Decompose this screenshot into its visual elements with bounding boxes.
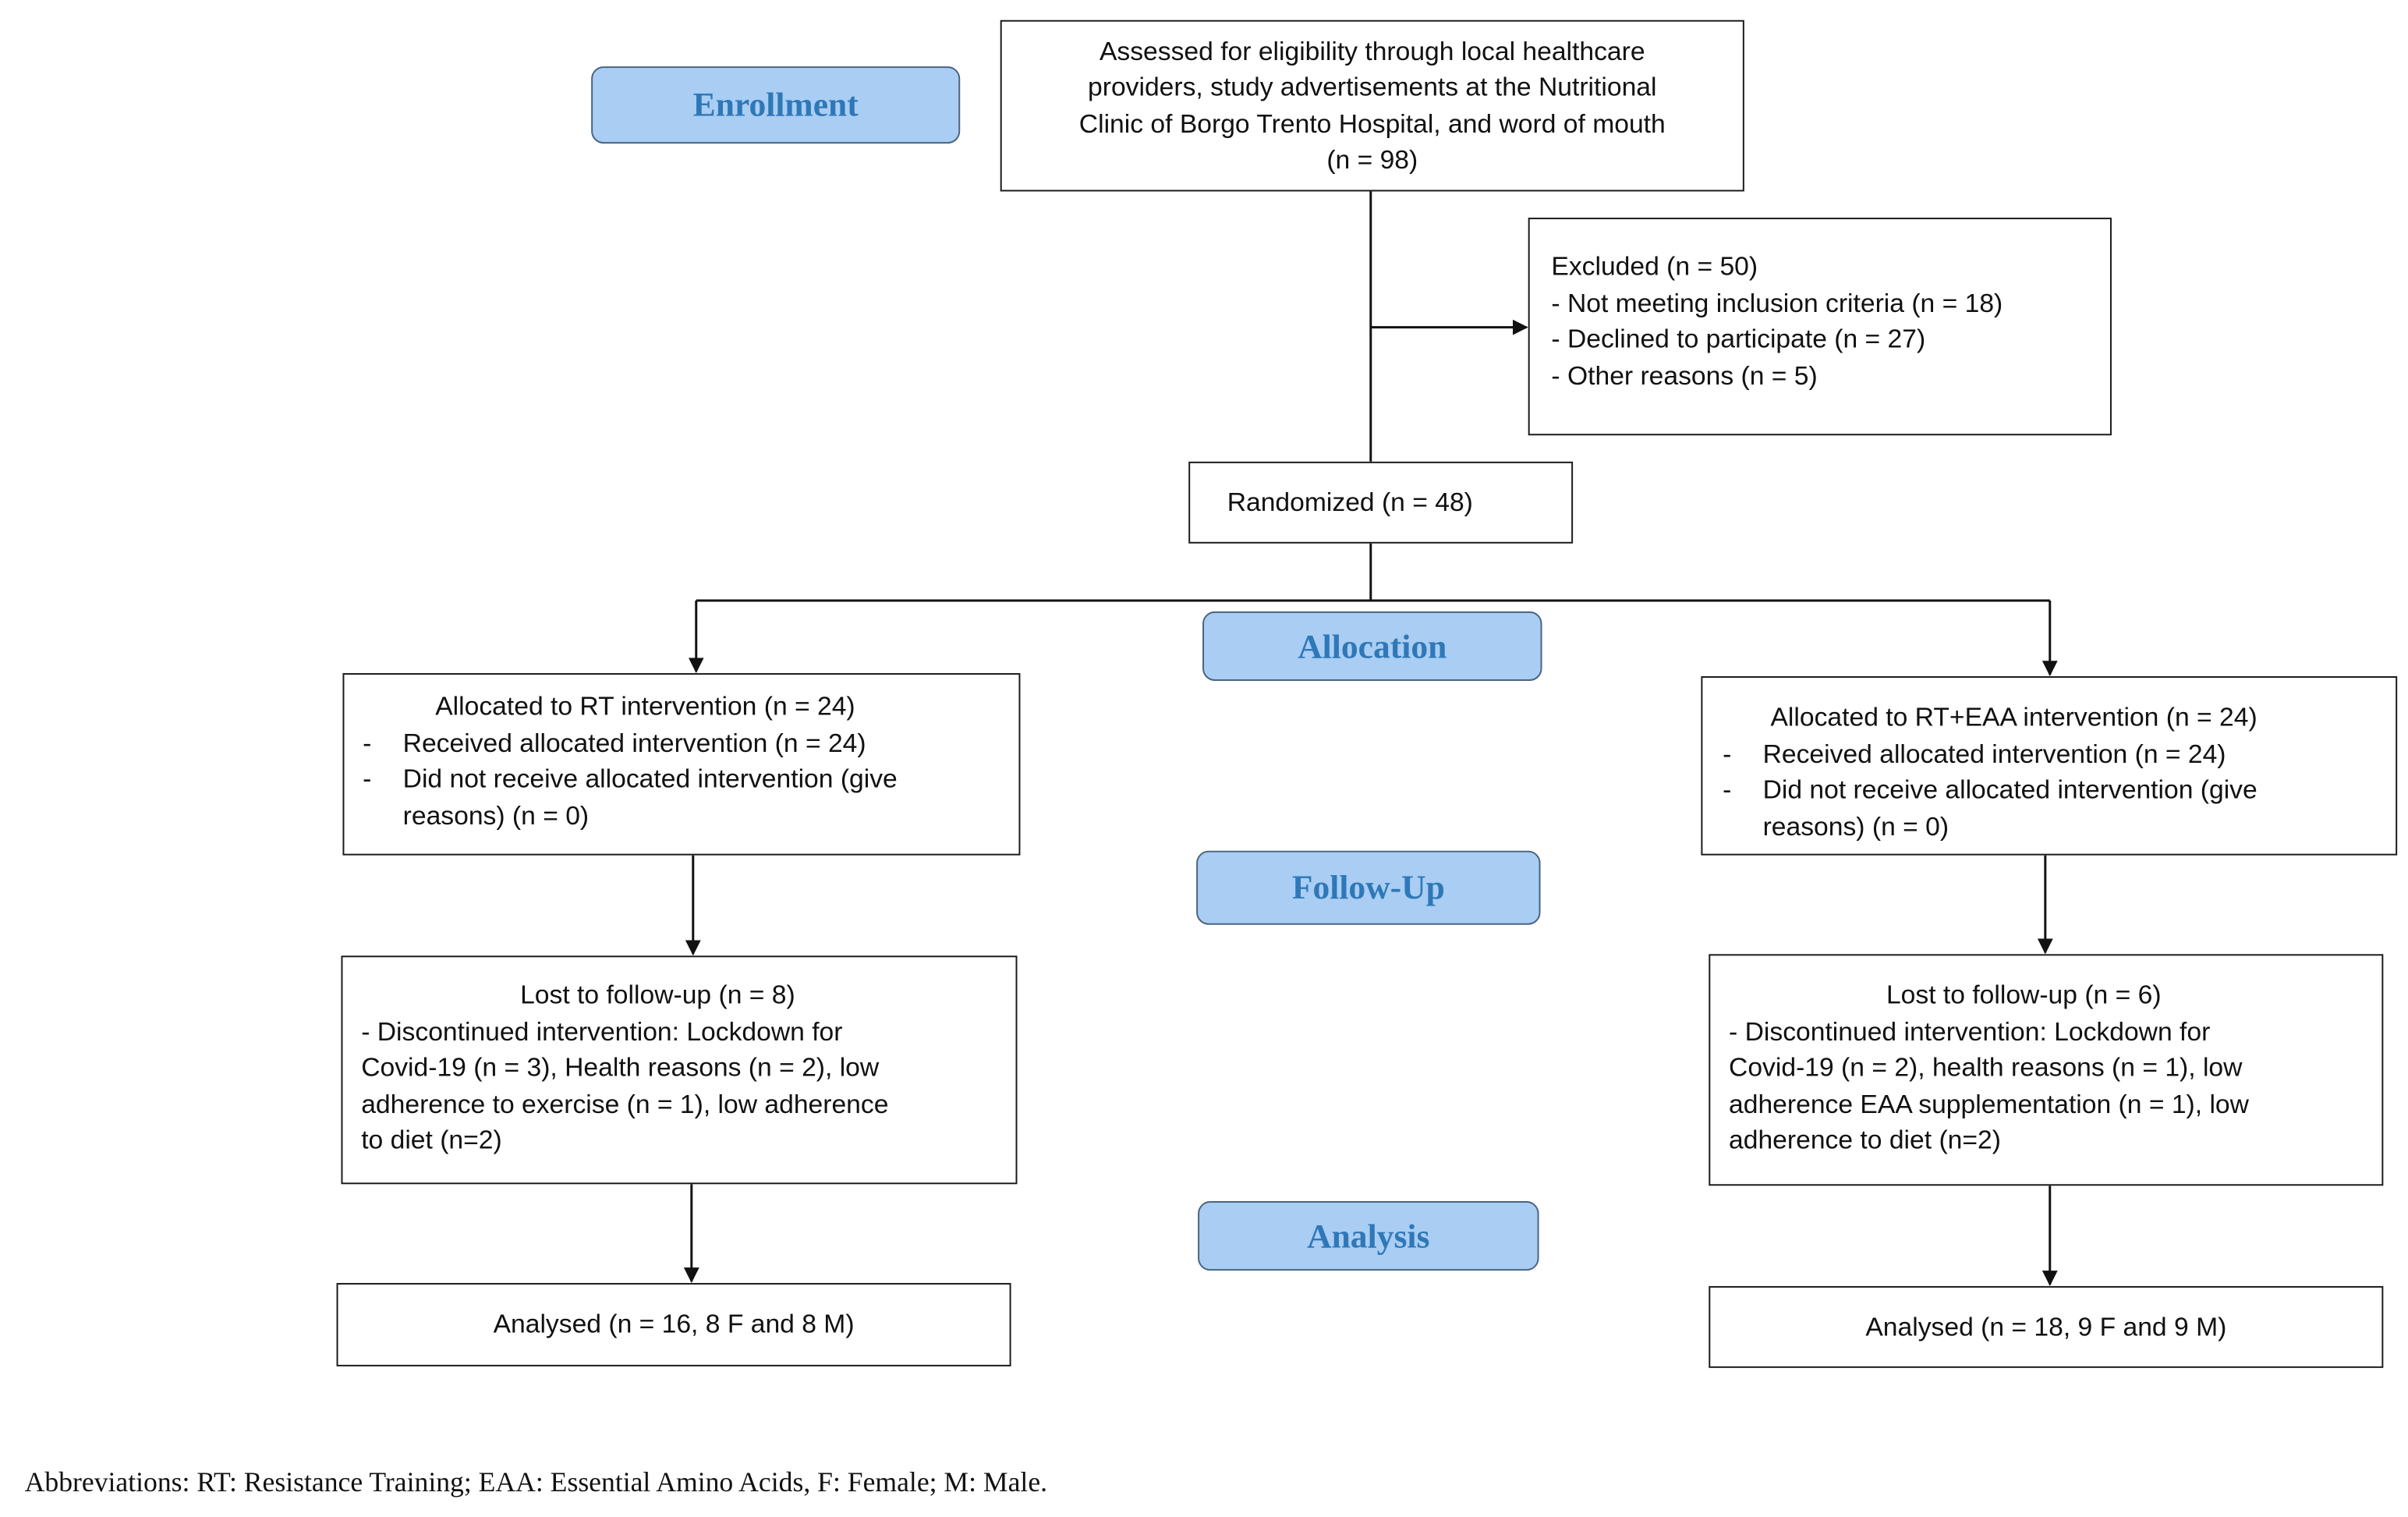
assessed-line: providers, study advertisements at the N…	[1088, 73, 1657, 102]
right-allocated-title: Allocated to RT+EAA intervention (n = 24…	[1770, 702, 2258, 732]
right-allocated-item: Did not receive allocated intervention (…	[1762, 774, 2258, 805]
list-item: - Received allocated intervention (n = 24…	[1723, 735, 2396, 772]
randomized-text: Randomized (n = 48)	[1227, 487, 1473, 517]
randomized-box: Randomized (n = 48)	[1188, 461, 1574, 544]
bullet-dash: -	[363, 728, 372, 757]
bullet-dash: -	[1723, 739, 1732, 768]
phase-label-enrollment: Enrollment	[591, 66, 961, 144]
left-allocated-title: Allocated to RT intervention (n = 24)	[435, 691, 855, 721]
phase-label-follow-up: Follow-Up	[1196, 850, 1541, 925]
left-allocated-item: Did not receive allocated intervention (…	[402, 764, 898, 794]
excluded-reason: - Not meeting inclusion criteria (n = 18…	[1551, 288, 2003, 317]
list-item: reasons) (n = 0)	[363, 797, 1018, 834]
bullet-dash: -	[1723, 774, 1732, 805]
excluded-reason: - Other reasons (n = 5)	[1551, 360, 1818, 390]
left-lost-line: - Discontinued intervention: Lockdown fo…	[361, 1016, 843, 1047]
abbreviations-footnote: Abbreviations: RT: Resistance Training; …	[24, 1466, 1048, 1498]
right-lost-to-follow-up-box: Lost to follow-up (n = 6) - Discontinued…	[1709, 954, 2384, 1186]
excluded-box: Excluded (n = 50) - Not meeting inclusio…	[1528, 218, 2112, 436]
right-allocated-box: Allocated to RT+EAA intervention (n = 24…	[1701, 676, 2398, 856]
right-allocated-item: reasons) (n = 0)	[1762, 811, 1949, 841]
left-lost-line: to diet (n=2)	[361, 1125, 502, 1155]
excluded-title: Excluded (n = 50)	[1551, 251, 1758, 282]
list-item: - Received allocated intervention (n = 24…	[363, 725, 1018, 761]
right-lost-line: adherence EAA supplementation (n = 1), l…	[1729, 1089, 2249, 1119]
list-item: -Did not receive allocated intervention …	[363, 761, 1018, 798]
left-allocated-item: reasons) (n = 0)	[402, 800, 590, 830]
assessed-line: Clinic of Borgo Trento Hospital, and wor…	[1078, 108, 1666, 139]
left-lost-line: Covid-19 (n = 3), Health reasons (n = 2)…	[361, 1053, 880, 1083]
phase-label-allocation: Allocation	[1202, 611, 1542, 681]
left-analysed-text: Analysed (n = 16, 8 F and 8 M)	[493, 1310, 855, 1339]
assessed-count: (n = 98)	[1326, 145, 1418, 175]
right-analysed-text: Analysed (n = 18, 9 F and 9 M)	[1865, 1312, 2227, 1342]
bullet-dash	[1723, 808, 1762, 845]
left-allocated-box: Allocated to RT intervention (n = 24) - R…	[342, 673, 1021, 856]
bullet-dash	[363, 797, 402, 834]
left-lost-line: adherence to exercise (n = 1), low adher…	[361, 1089, 889, 1119]
right-lost-title: Lost to follow-up (n = 6)	[1886, 980, 2162, 1010]
list-item: -Did not receive allocated intervention …	[1723, 772, 2396, 809]
bullet-dash: -	[363, 764, 372, 794]
left-analysed-box: Analysed (n = 16, 8 F and 8 M)	[336, 1282, 1011, 1366]
excluded-reason: - Declined to participate (n = 27)	[1551, 324, 1926, 354]
left-lost-title: Lost to follow-up (n = 8)	[520, 980, 795, 1010]
assessed-line: Assessed for eligibility through local h…	[1099, 36, 1645, 66]
right-lost-line: adherence to diet (n=2)	[1729, 1125, 2001, 1155]
right-analysed-box: Analysed (n = 18, 9 F and 9 M)	[1709, 1285, 2384, 1368]
phase-label-analysis: Analysis	[1198, 1201, 1539, 1271]
left-lost-to-follow-up-box: Lost to follow-up (n = 8) - Discontinued…	[341, 955, 1018, 1185]
list-item: reasons) (n = 0)	[1723, 808, 2396, 845]
left-allocated-item: Received allocated intervention (n = 24)	[402, 728, 866, 757]
right-lost-line: - Discontinued intervention: Lockdown fo…	[1729, 1016, 2211, 1047]
right-allocated-item: Received allocated intervention (n = 24)	[1762, 739, 2226, 768]
right-lost-line: Covid-19 (n = 2), health reasons (n = 1)…	[1729, 1053, 2243, 1083]
assessed-for-eligibility-box: Assessed for eligibility through local h…	[1000, 19, 1744, 192]
